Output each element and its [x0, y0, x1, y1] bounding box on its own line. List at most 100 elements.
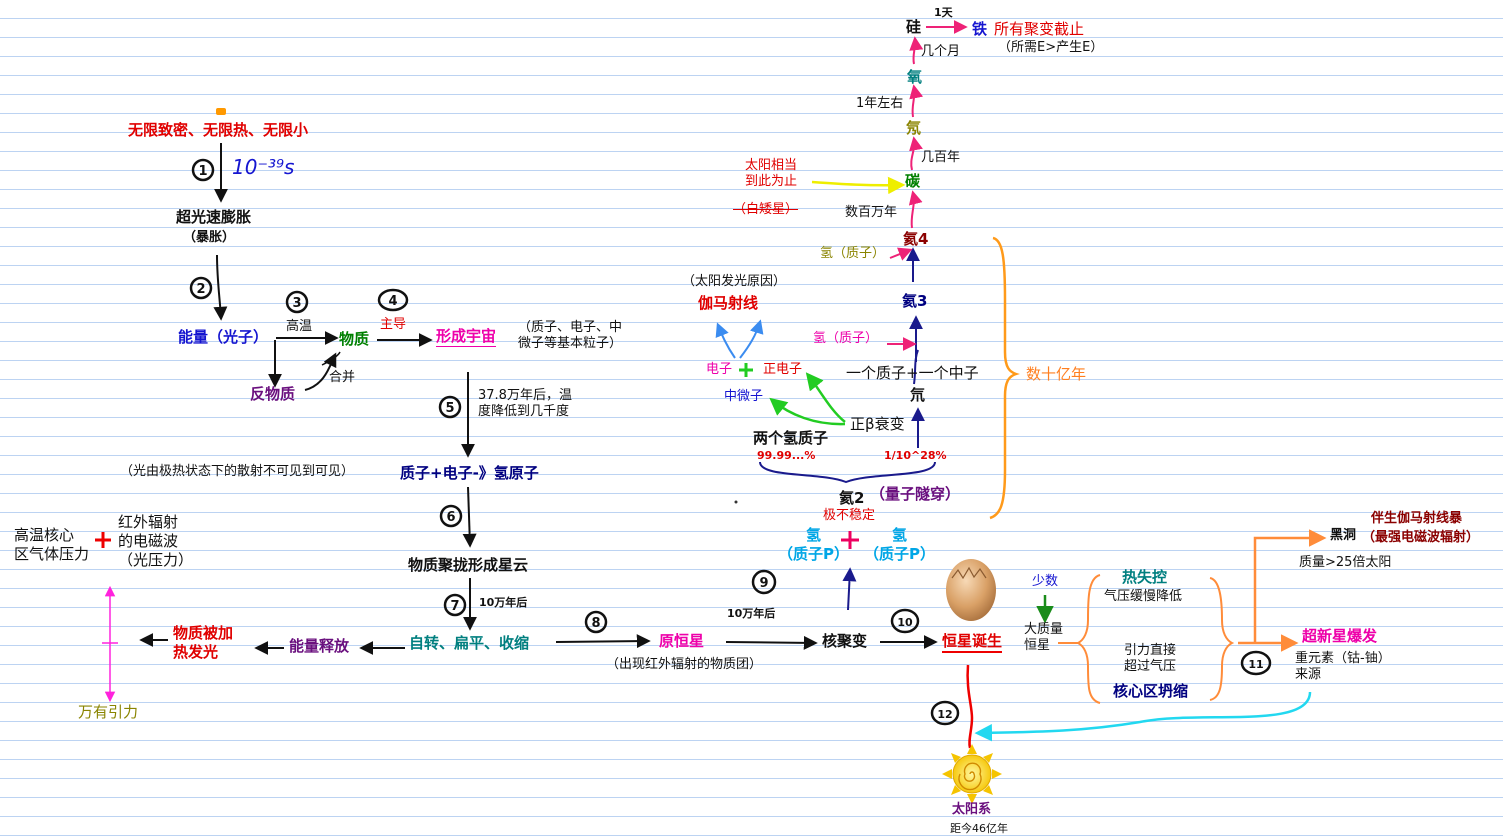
arrow-to-blackhole: [1253, 529, 1327, 643]
step-4: 4: [377, 288, 409, 312]
massive-label: 大质量 恒星: [1024, 622, 1064, 653]
oxygen-label: 氧: [907, 68, 923, 86]
step-9: 9: [751, 569, 777, 595]
two-protons-label: 两个氢质子: [753, 429, 829, 447]
step-5-text: 5: [445, 401, 454, 416]
inflation-sub-label: （暴胀）: [183, 230, 236, 245]
black-hole-label: 黑洞: [1330, 528, 1357, 543]
egg-icon: [946, 559, 996, 621]
step-12: 12: [930, 700, 960, 726]
h-p1-label: 氢（质子）: [813, 331, 879, 346]
gamma-label: 伽马射线: [698, 294, 759, 312]
step-5: 5: [438, 395, 462, 419]
time-1-label: 10⁻³⁹s: [232, 155, 295, 179]
step-11-text: 11: [1248, 658, 1263, 671]
step-3: 3: [285, 290, 309, 314]
arrow-2: [213, 254, 228, 321]
brace-billions: [989, 236, 1020, 520]
protostar-note-label: （出现红外辐射的物质团）: [606, 657, 763, 672]
arrow-beta-neutrino: [769, 397, 846, 426]
ago-label: 距今46亿年: [950, 822, 1008, 835]
white-dwarf-label: （白矮星）: [733, 202, 799, 217]
universe-label: 形成宇宙: [436, 327, 497, 347]
stray-dot: [734, 500, 738, 504]
fusion-end-sub-label: （所需E>产生E）: [998, 40, 1104, 55]
matter-label: 物质: [339, 330, 370, 348]
h2-label: 氦2: [839, 489, 865, 507]
arrow-6: [462, 486, 477, 548]
particles-label: （质子、电子、中 微子等基本粒子）: [518, 320, 623, 351]
fusion-end-label: 所有聚变截止: [994, 20, 1085, 38]
arrow-sun-carbon: [811, 176, 906, 195]
millions-label: 数百万年: [845, 205, 898, 220]
deuterium-label: 氘: [910, 386, 926, 404]
step-1: 1: [191, 158, 215, 182]
tunnel-label: （量子隧穿）: [870, 485, 961, 503]
fusion-label: 核聚变: [822, 632, 868, 650]
beta-label: 正β衰变: [850, 415, 905, 433]
singularity-label: 无限致密、无限热、无限小: [128, 121, 309, 139]
gamma-note-label: （太阳发光原因）: [682, 274, 787, 289]
arrow-gamma-a: [715, 322, 736, 359]
rotate-label: 自转、扁平、收缩: [409, 634, 530, 652]
few-label: 少数: [1032, 574, 1059, 589]
arrow-beta-positron: [805, 372, 846, 423]
red-line-star-solar: [966, 664, 974, 749]
step-11: 11: [1240, 650, 1272, 676]
antimatter-label: 反物质: [250, 385, 296, 403]
pct-label: 99.99...%: [757, 449, 816, 462]
arrow-hp2: [889, 247, 913, 261]
brace-bottom: [759, 461, 936, 484]
heat-glow-label: 物质被加 热发光: [173, 624, 234, 661]
step-2-text: 2: [196, 282, 205, 297]
p-n-label: 一个质子+一个中子: [846, 364, 979, 382]
gamma-burst-label: 伴生伽马射线暴: [1371, 511, 1463, 526]
gravity-exceed-label: 引力直接 超过气压: [1124, 643, 1177, 674]
dominant-label: 主导: [380, 317, 407, 332]
nebula-label: 物质聚拢形成星云: [408, 556, 529, 574]
arrow-9: [725, 635, 818, 650]
hundreds-label: 几百年: [921, 150, 961, 165]
step-7: 7: [443, 593, 467, 617]
infrared-label: 红外辐射 的电磁波 （光压力）: [118, 513, 194, 569]
step-6-text: 6: [446, 510, 455, 525]
brace-collapse-right: [1209, 577, 1235, 701]
silicon-label: 硅: [906, 18, 922, 36]
thermal-label: 热失控: [1122, 568, 1168, 586]
unstable-label: 极不稳定: [823, 508, 876, 523]
arrow-he4-c: [908, 190, 923, 229]
step-7-text: 7: [450, 599, 459, 614]
light-note-label: （光由极热状态下的散射不可见到可见）: [120, 464, 355, 479]
arrow-ne-o: [909, 84, 924, 118]
core-pressure-label: 高温核心 区气体压力: [14, 526, 90, 563]
step-8: 8: [584, 610, 608, 634]
inflation-label: 超光速膨胀: [176, 208, 252, 226]
electron-label: 电子: [706, 362, 733, 377]
protostar-label: 原恒星: [659, 632, 705, 650]
arrow-8: [555, 634, 651, 649]
arrow-fusion-up: [842, 567, 857, 611]
step-10-text: 10: [897, 616, 913, 629]
step-9-text: 9: [759, 576, 768, 591]
step-12-text: 12: [937, 708, 952, 721]
t-100k-b-label: 10万年后: [727, 607, 776, 620]
step-10: 10: [890, 608, 920, 634]
arrow-gamma-b: [739, 319, 764, 359]
step-1-text: 1: [198, 164, 207, 179]
t-100k-a-label: 10万年后: [479, 596, 528, 609]
singularity-dot: [216, 108, 226, 115]
iron-label: 铁: [972, 20, 988, 38]
supernova-label: 超新星爆发: [1302, 627, 1378, 645]
frac-label: 1/10^28%: [884, 449, 947, 462]
sun-icon: [942, 744, 1002, 804]
carbon-label: 碳: [905, 172, 921, 190]
h-right-label: 氢 （质子P）: [864, 526, 935, 563]
arrow-supernova-solar: [974, 691, 1312, 742]
arrow-deut-pn: [913, 349, 919, 385]
neutrino-label: 中微子: [724, 389, 764, 404]
billions-label: 数十亿年: [1026, 365, 1087, 383]
arrow-combine-2: [321, 351, 341, 366]
step-4-text: 4: [388, 294, 397, 309]
h-p2-label: 氢（质子）: [820, 246, 886, 261]
